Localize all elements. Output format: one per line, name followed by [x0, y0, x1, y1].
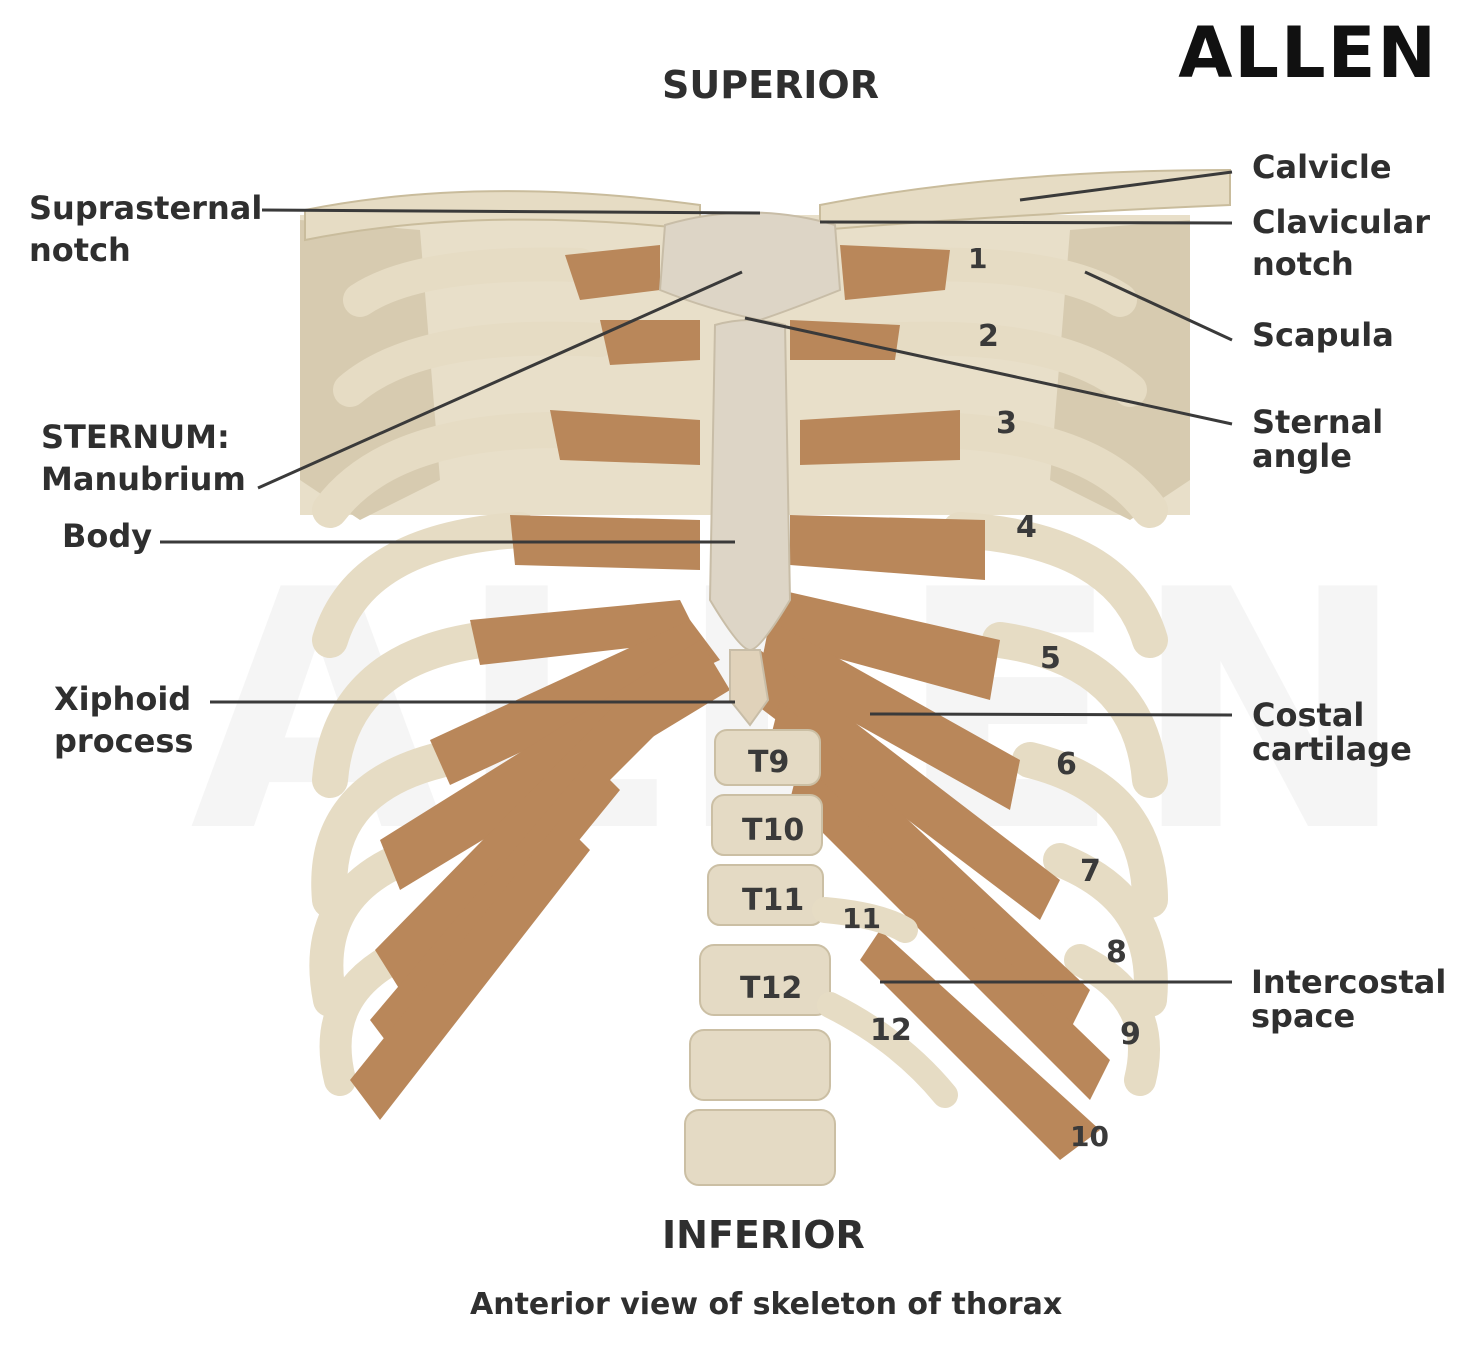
rib-number-11: 11	[842, 902, 881, 935]
figure-caption: Anterior view of skeleton of thorax	[470, 1287, 1063, 1322]
allen-logo: ALLEN	[1178, 12, 1438, 94]
vertebral-column	[684, 729, 836, 1186]
rib-12	[817, 992, 958, 1108]
rib-number-9: 9	[1120, 1017, 1141, 1052]
ribs-left	[309, 247, 617, 1096]
rib-number-10: 10	[1070, 1120, 1109, 1153]
rib-number-6: 6	[1056, 747, 1077, 782]
label-clavicle: Calvicle	[1252, 148, 1392, 186]
rib-number-1: 1	[968, 242, 987, 275]
vertebra-t12: T12	[740, 971, 802, 1006]
rib-number-4: 4	[1016, 510, 1037, 545]
label-scapula: Scapula	[1252, 316, 1394, 354]
label-suprasternal-notch: Suprasternal notch	[29, 189, 263, 270]
label-xiphoid-process: Xiphoid process	[54, 680, 194, 761]
label-clavicular-notch: Clavicular notch	[1252, 203, 1430, 284]
label-intercostal-space: Intercostal space	[1251, 963, 1447, 1036]
vertebra-t11: T11	[742, 883, 804, 918]
rib-number-7: 7	[1080, 854, 1101, 889]
xiphoid-process	[729, 649, 770, 727]
rib-11	[812, 897, 918, 943]
vertebra-t9: T9	[748, 745, 789, 780]
label-sternum-manubrium: STERNUM: Manubrium	[41, 418, 246, 499]
superior-label: SUPERIOR	[662, 63, 879, 107]
label-costal-cartilage: Costal cartilage	[1252, 696, 1412, 769]
rib-number-12: 12	[870, 1013, 912, 1048]
leader-lines	[160, 170, 1233, 984]
rib-number-8: 8	[1106, 935, 1127, 970]
rib-number-5: 5	[1040, 641, 1061, 676]
inferior-label: INFERIOR	[662, 1213, 865, 1257]
label-sternal-angle: Sternal angle	[1252, 403, 1384, 476]
rib-number-3: 3	[996, 406, 1017, 441]
rib-number-2: 2	[978, 319, 999, 354]
label-body: Body	[62, 517, 153, 555]
vertebra-t10: T10	[742, 813, 804, 848]
sternum-body	[708, 319, 792, 652]
